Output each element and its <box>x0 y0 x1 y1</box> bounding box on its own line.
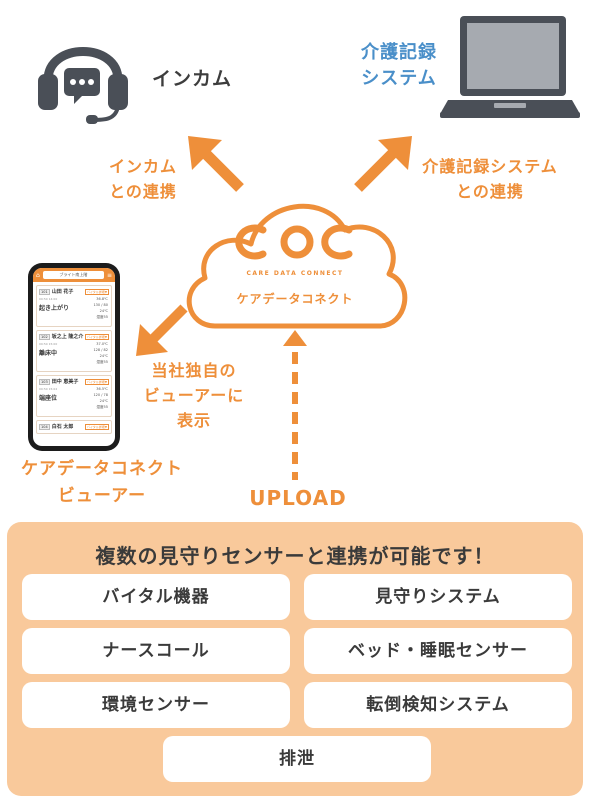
vital-detail-button[interactable]: バイタル詳細▼ <box>84 288 109 295</box>
phone-header: ⌂ ブライト南上階 ≡ <box>33 268 115 282</box>
sensor-item: バイタル機器 <box>22 574 290 620</box>
vital-detail-button[interactable]: バイタル詳細▼ <box>84 333 109 340</box>
home-icon: ⌂ <box>36 271 40 279</box>
cloud-logo <box>227 222 367 262</box>
sensor-item: 排泄 <box>163 736 431 782</box>
vital-value: 湿度55 <box>96 360 108 364</box>
headset-icon <box>38 47 128 124</box>
viewer-link-line2: ビューアーに <box>143 386 245 405</box>
vital-detail-button[interactable]: バイタル詳細▼ <box>84 378 109 385</box>
care-record-line1: 介護記録 <box>361 42 437 63</box>
vital-value: 湿度55 <box>96 315 108 319</box>
intercom-link-line1: インカム <box>108 157 177 176</box>
sensor-item: ナースコール <box>22 628 290 674</box>
vital-value: 130 / 80 <box>93 303 108 307</box>
viewer-label-line2: ビューアー <box>57 486 147 506</box>
room-tag: 102 <box>39 333 50 340</box>
cloud-shape <box>186 203 408 329</box>
laptop-icon <box>440 16 580 118</box>
care-record-link-line2: との連携 <box>456 182 524 201</box>
resident-name: 山田 花子 <box>51 289 74 295</box>
vital-value: 36.5℃ <box>96 387 108 391</box>
vital-value: 120 / 78 <box>93 393 108 397</box>
viewer-link-line3: 表示 <box>176 411 211 430</box>
vital-value: 24℃ <box>99 354 108 358</box>
card-time: 09:50 15:02 <box>39 387 58 391</box>
vital-value: 36.8℃ <box>96 297 108 301</box>
room-tag: 103 <box>39 378 50 385</box>
sensor-panel-title: 複数の見守りセンサーと連携が可能です！ <box>95 544 495 568</box>
intercom-link-line2: との連携 <box>109 182 177 201</box>
upload-label: UPLOAD <box>249 486 347 510</box>
cdc-logo-icon <box>235 224 353 260</box>
room-tag: 104 <box>39 423 50 430</box>
intercom-label: インカム <box>152 68 233 90</box>
card-status: 離床中 <box>39 350 58 357</box>
care-record-line2: システム <box>361 68 437 89</box>
viewer-label: ケアデータコネクト ビューアー <box>4 456 200 510</box>
cloud-name-label: ケアデータコネクト <box>236 292 354 306</box>
resident-name: 坂之上 隆之介 <box>51 334 84 340</box>
viewer-link-label: 当社独自の ビューアーに 表示 <box>138 358 250 433</box>
vital-value: 24℃ <box>99 309 108 313</box>
sensor-item: ベッド・睡眠センサー <box>304 628 572 674</box>
care-record-label: 介護記録 システム <box>344 40 454 92</box>
sensor-item: 転倒検知システム <box>304 682 572 728</box>
viewer-link-line1: 当社独自の <box>151 361 237 380</box>
room-tag: 101 <box>39 288 50 295</box>
vital-value: 24℃ <box>99 399 108 403</box>
phone-header-select[interactable]: ブライト南上階 <box>42 271 104 279</box>
card-vitals: 37.0℃ 128 / 82 24℃ 湿度55 <box>93 341 108 365</box>
vital-detail-button[interactable]: バイタル詳細▼ <box>84 423 109 430</box>
vital-value: 37.0℃ <box>96 342 108 346</box>
arrow-to-care-record <box>354 136 412 192</box>
card-status: 端座位 <box>39 395 58 402</box>
card-status: 起き上がり <box>39 305 70 312</box>
card-vitals: 36.8℃ 130 / 80 24℃ 湿度55 <box>93 296 108 320</box>
cloud-sub-label: CARE DATA CONNECT <box>246 270 344 277</box>
card-vitals: 36.5℃ 120 / 78 24℃ 湿度55 <box>93 386 108 410</box>
card-time: 09:50 14:00 <box>39 297 58 301</box>
sensor-item: 環境センサー <box>22 682 290 728</box>
care-record-link-label: 介護記録システム との連携 <box>405 154 575 204</box>
care-record-link-line1: 介護記録システム <box>422 157 558 176</box>
arrow-to-viewer <box>136 304 188 356</box>
vital-value: 128 / 82 <box>93 348 108 352</box>
upload-arrow <box>283 330 307 480</box>
resident-name: 白石 太郎 <box>51 424 74 430</box>
resident-name: 田中 恵美子 <box>51 379 79 385</box>
sensor-item: 見守りシステム <box>304 574 572 620</box>
intercom-link-label: インカム との連携 <box>88 154 198 204</box>
menu-icon[interactable]: ≡ <box>106 271 112 279</box>
vital-value: 湿度55 <box>96 405 108 409</box>
arrow-to-intercom <box>188 136 244 192</box>
card-time: 09:50 15:00 <box>39 342 58 346</box>
viewer-label-line1: ケアデータコネクト <box>21 459 183 479</box>
